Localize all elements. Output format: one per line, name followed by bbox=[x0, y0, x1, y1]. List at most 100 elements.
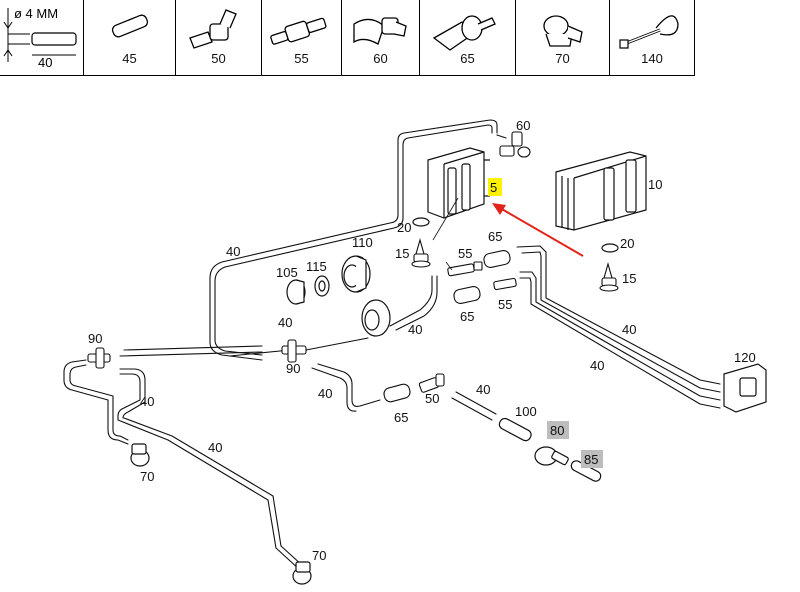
vacuum-tube-left-branch bbox=[63, 359, 129, 445]
callout-100: 100 bbox=[515, 404, 537, 419]
vacuum-tube-from-90-lower bbox=[311, 363, 381, 412]
angle-connector-50 bbox=[418, 373, 445, 393]
callout-40-left-mid: 40 bbox=[278, 315, 292, 330]
callout-5-highlight bbox=[488, 178, 502, 196]
callout-10: 10 bbox=[648, 177, 662, 192]
screw-15-right bbox=[599, 261, 619, 292]
vacuum-tube-left-branch-inner bbox=[69, 364, 129, 441]
vacuum-tube-right-2 bbox=[521, 251, 721, 393]
callout-55-lower: 55 bbox=[498, 297, 512, 312]
callout-90-left: 90 bbox=[88, 331, 102, 346]
tube-number: 40 bbox=[38, 55, 53, 70]
callout-5: 5 bbox=[490, 180, 497, 195]
tube-diameter-label: ø 4 MM bbox=[14, 6, 59, 21]
straight-connector-55-lower bbox=[493, 277, 517, 291]
legend-cell-140: 140 bbox=[610, 0, 695, 75]
sleeve-100 bbox=[498, 417, 532, 442]
callout-15-right: 15 bbox=[622, 271, 636, 286]
legend-cell-50: 50 bbox=[176, 0, 262, 75]
legend-cell-65: 65 bbox=[420, 0, 516, 75]
angle-connector-icon bbox=[189, 9, 237, 49]
legend-cell-60: 60 bbox=[342, 0, 420, 75]
callout-65-upper: 65 bbox=[488, 229, 502, 244]
callout-65-lower: 65 bbox=[394, 410, 408, 425]
check-valve-65-middle bbox=[453, 286, 481, 304]
callout-105: 105 bbox=[276, 265, 298, 280]
callout-40-right-mid: 40 bbox=[590, 358, 604, 373]
tee-connector-90-center bbox=[281, 339, 307, 363]
callout-65-middle: 65 bbox=[460, 309, 474, 324]
callout-40-center: 40 bbox=[408, 322, 422, 337]
vacuum-tube-top-right bbox=[496, 134, 507, 139]
screw-15-left bbox=[411, 237, 431, 268]
callout-50: 50 bbox=[425, 391, 439, 406]
grommet-110 bbox=[341, 255, 371, 293]
grommet-115 bbox=[314, 275, 330, 297]
legend-cell-55: 55 bbox=[262, 0, 342, 75]
callout-20-right: 20 bbox=[620, 236, 634, 251]
legend-number-50: 50 bbox=[211, 51, 226, 66]
legend-cell-70: 70 bbox=[516, 0, 610, 75]
check-valve-65-upper bbox=[483, 250, 511, 268]
vacuum-tube-to-70-bottom bbox=[117, 373, 301, 571]
grommet-center bbox=[361, 299, 391, 337]
washer-20-right bbox=[601, 243, 619, 253]
cable-tie-icon bbox=[619, 15, 679, 49]
callout-20-left: 20 bbox=[397, 220, 411, 235]
elbow-cap-icon bbox=[543, 15, 583, 47]
callout-40-mid: 40 bbox=[318, 386, 332, 401]
tee-connector-90-left bbox=[87, 347, 111, 369]
valve-block-5 bbox=[427, 147, 490, 219]
callout-70-left: 70 bbox=[140, 469, 154, 484]
connector-block-120 bbox=[723, 363, 767, 413]
vacuum-tube-left-long bbox=[119, 345, 263, 357]
legend-number-55: 55 bbox=[294, 51, 309, 66]
legend-number-45: 45 bbox=[122, 51, 137, 66]
check-valve-icon bbox=[432, 15, 496, 51]
legend-cell-tube: ø 4 MM 40 bbox=[0, 0, 84, 75]
callout-40-right-lower: 40 bbox=[476, 382, 490, 397]
straight-connector-55-upper bbox=[447, 261, 483, 277]
legend-number-60: 60 bbox=[373, 51, 388, 66]
tube-dimension-icon bbox=[3, 8, 77, 62]
check-valve-65-lower bbox=[383, 383, 411, 403]
callout-110: 110 bbox=[352, 235, 373, 250]
vacuum-tube-right-3 bbox=[519, 271, 721, 401]
vacuum-tube-upper-loop bbox=[209, 119, 498, 361]
callout-60: 60 bbox=[516, 118, 530, 133]
legend-cell-45: 45 bbox=[84, 0, 176, 75]
grommet-105 bbox=[286, 279, 306, 305]
callout-40-right: 40 bbox=[622, 322, 636, 337]
callout-115: 115 bbox=[306, 259, 327, 274]
elbow-cap-70-bottom bbox=[292, 561, 312, 585]
vacuum-tube-to-100 bbox=[451, 391, 497, 421]
callout-70-bottom: 70 bbox=[312, 548, 326, 563]
elbow-cap-70-left bbox=[130, 443, 150, 467]
callout-90-center: 90 bbox=[286, 361, 300, 376]
callout-40-lower: 40 bbox=[208, 440, 222, 455]
vacuum-tube-right-4 bbox=[519, 277, 721, 409]
valve-block-10 bbox=[555, 151, 647, 231]
callout-55-upper: 55 bbox=[458, 246, 472, 261]
washer-20-left bbox=[412, 217, 430, 227]
callout-120: 120 bbox=[734, 350, 756, 365]
parts-legend: ø 4 MM 40 45 50 55 bbox=[0, 0, 695, 76]
callout-40-upper: 40 bbox=[226, 244, 240, 259]
elbow-valve-icon bbox=[353, 17, 407, 45]
pointer-arrow bbox=[492, 203, 584, 257]
vacuum-tube-right-1 bbox=[516, 245, 721, 385]
callout-85-highlight bbox=[581, 450, 603, 468]
legend-number-70: 70 bbox=[555, 51, 570, 66]
straight-connector-icon bbox=[270, 17, 327, 45]
callout-40-left: 40 bbox=[140, 394, 154, 409]
legend-number-140: 140 bbox=[641, 51, 663, 66]
vacuum-tube-middle bbox=[229, 275, 438, 357]
callout-15-left: 15 bbox=[395, 246, 409, 261]
elbow-connector-60 bbox=[499, 131, 531, 158]
callout-85: 85 bbox=[584, 452, 598, 467]
callout-80: 80 bbox=[550, 423, 564, 438]
valve-80 bbox=[534, 446, 569, 466]
connector-sleeve-icon bbox=[111, 14, 149, 38]
vacuum-tube-upper-loop-inner bbox=[214, 124, 493, 356]
